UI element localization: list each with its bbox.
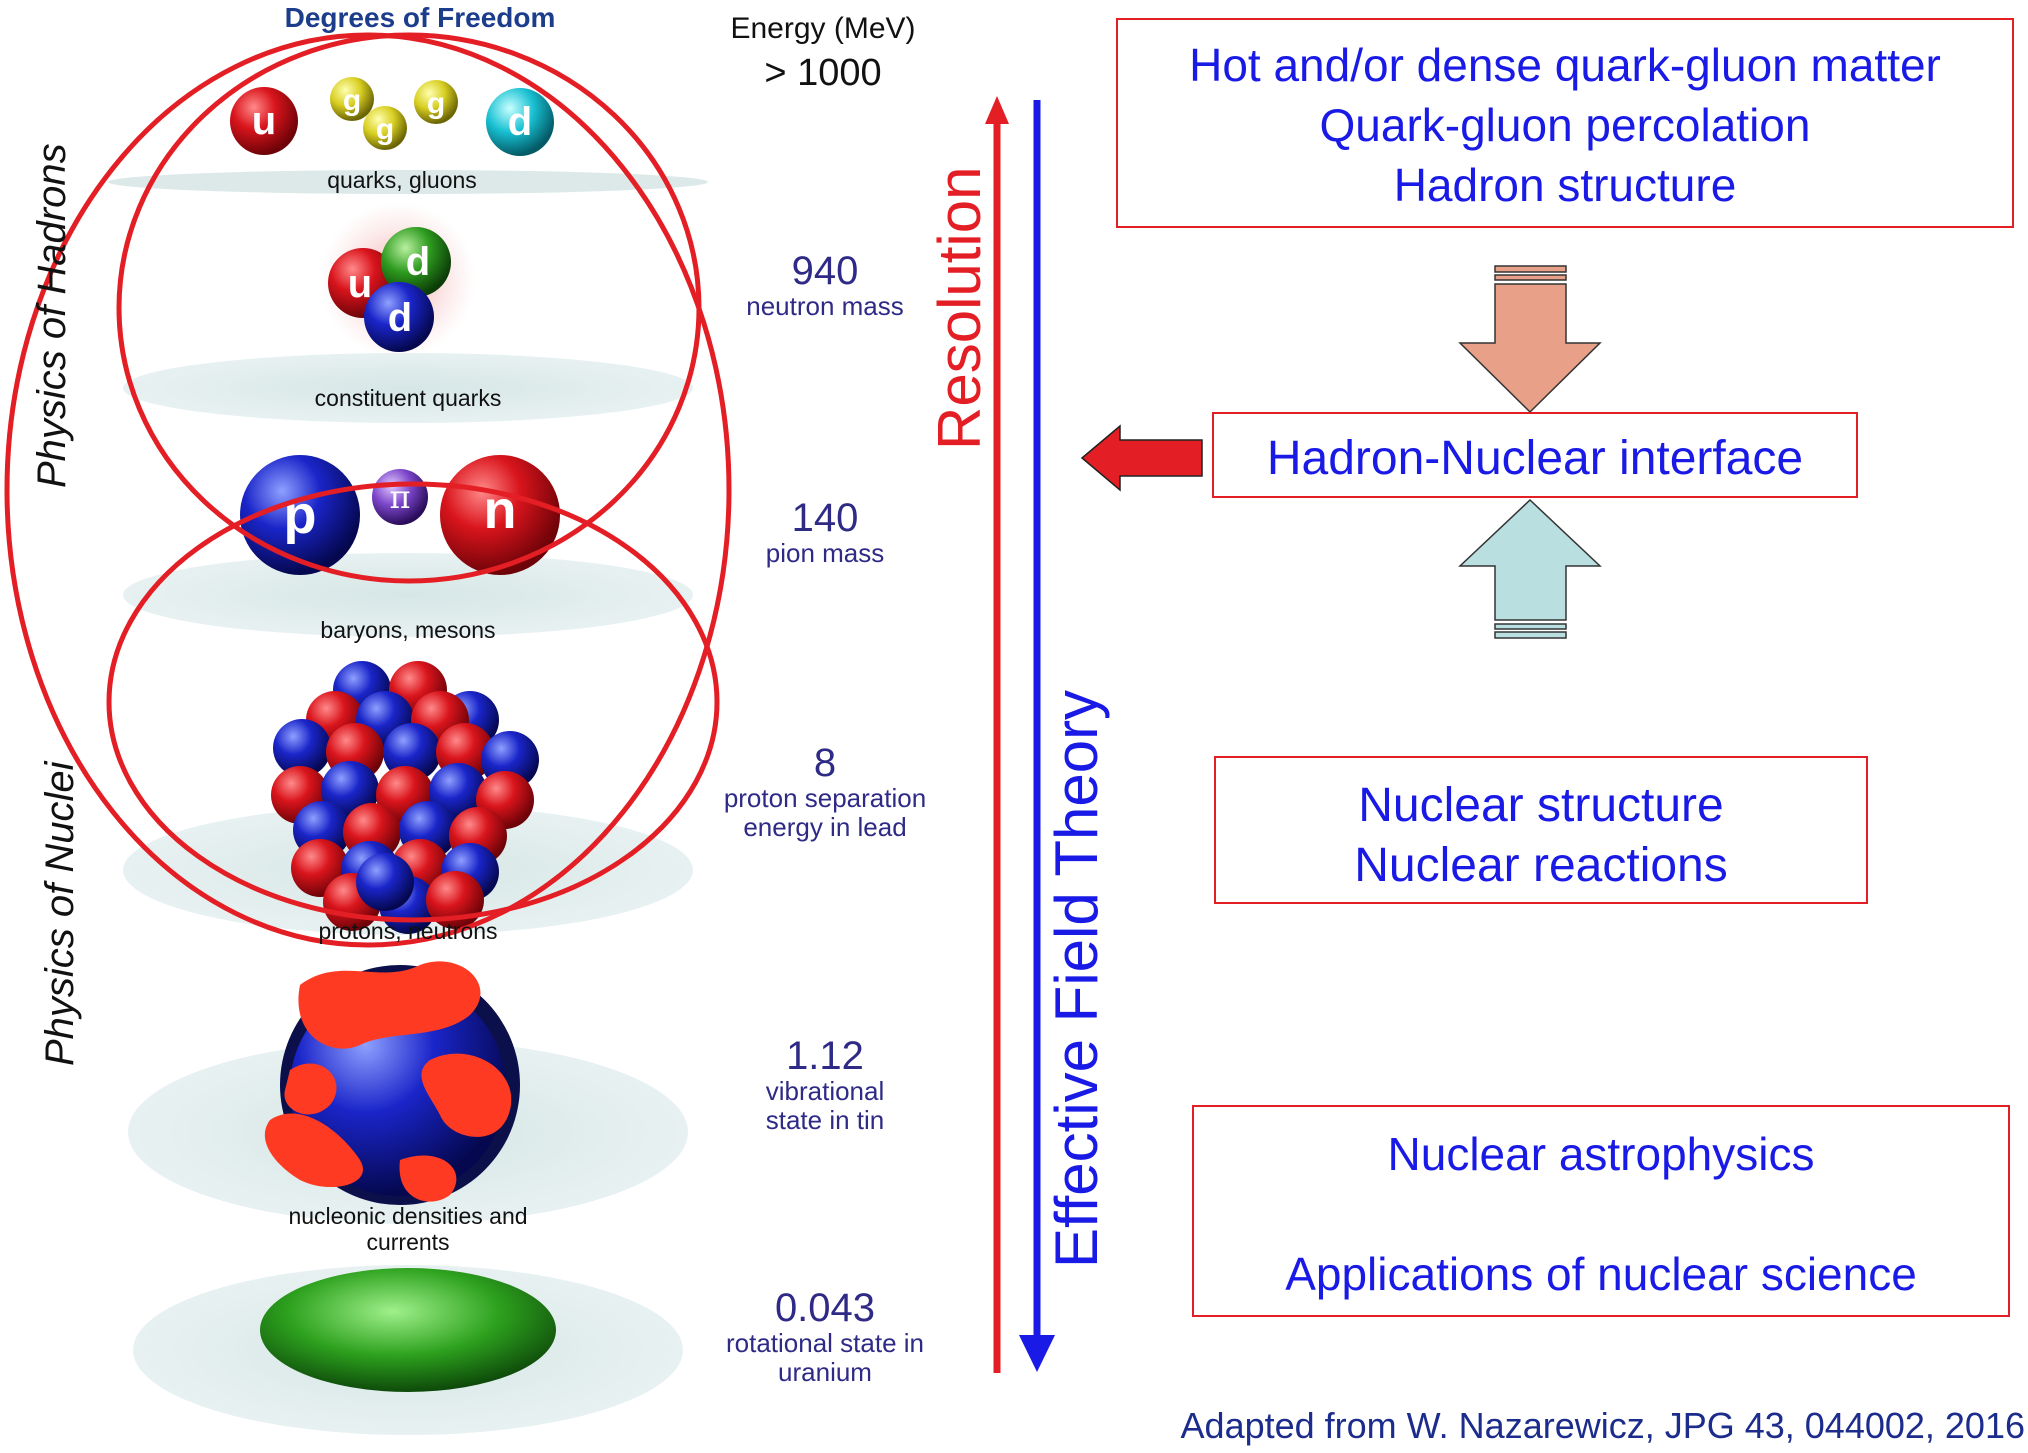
box-line: Nuclear reactions [1354,839,1728,892]
d-label: d [406,240,430,284]
d-quark [486,88,554,156]
box-line: Quark-gluon percolation [1319,98,1811,151]
neutron-sphere [356,853,414,911]
energy-desc: vibrational state in tin [765,1076,885,1135]
box-line: Nuclear astrophysics [1387,1128,1815,1180]
grouping-ellipses [4,32,732,948]
g-label: g [343,84,361,117]
resolution-arrow [985,96,1009,1373]
gluon [330,77,374,121]
energy-title: Energy (MeV) [730,12,916,45]
energy-value: 140 [791,496,859,540]
resolution-label: Resolution [926,166,993,450]
level-label-nucleonic-densities: nucleonic densities and currents [288,1203,528,1256]
energy-940: 940 neutron mass [695,250,955,321]
g-label: g [427,87,445,120]
nuclear-astrophysics-box: Nuclear astrophysics Applications of nuc… [1192,1105,2010,1317]
credit-text: Adapted from W. Nazarewicz, JPG 43, 0440… [1180,1405,2025,1446]
plate-quarks-gluons [108,170,708,194]
d-label: d [508,100,532,144]
physics-of-hadrons-label: Physics of Hadrons [30,143,74,488]
constituent-quarks-group: u d d [320,202,476,358]
energy-8: 8 proton separation energy in lead [695,742,955,841]
box-line: Hadron structure [1393,158,1737,211]
energy-value: 8 [813,741,837,785]
energy-value: 0.043 [774,1286,876,1330]
degrees-of-freedom-title: Degrees of Freedom [284,2,556,33]
neutron-sphere [383,723,441,781]
down-block-arrow [1458,265,1602,414]
eft-arrow [1019,100,1055,1372]
plate-constituent-quarks [123,353,693,423]
quarks-gluons-group: u g g g d [230,77,554,156]
energy-desc: rotational state in uranium [725,1328,924,1387]
box-line: Hadron-Nuclear interface [1266,432,1804,485]
energy-140: 140 pion mass [695,497,955,568]
deformed-nucleus-ellipsoid [260,1268,556,1392]
nucleus-cluster [271,661,539,934]
d-label: d [388,296,412,340]
box-line: Hot and/or dense quark-gluon matter [1189,39,1941,91]
box-line: Nuclear structure [1358,779,1724,832]
gluon [363,106,407,150]
level-label-protons-neutrons: protons, neutrons [318,918,498,944]
nucleonic-density-blob [264,961,520,1205]
eft-label: Effective Field Theory [1043,689,1110,1268]
gluon [414,80,458,124]
neutron [440,455,560,575]
physics-of-nuclei-label: Physics of Nuclei [38,761,82,1066]
plate-baryons-mesons [123,553,693,637]
pi-label: π [389,478,410,516]
level-label-constituent-quarks: constituent quarks [314,385,502,411]
hadron-nuclear-interface-box: Hadron-Nuclear interface [1212,412,1858,498]
energy-top-value: > 1000 [764,52,882,94]
u-quark [230,87,298,155]
neutron-sphere [273,719,331,777]
left-pointing-arrow [1080,424,1203,492]
energy-value: 1.12 [786,1034,864,1078]
outer-ellipse [4,32,732,948]
d-quark [381,227,451,297]
energy-desc: pion mass [765,538,885,568]
level-label-baryons-mesons: baryons, mesons [320,617,496,643]
nuclear-structure-box: Nuclear structure Nuclear reactions [1214,756,1868,904]
up-block-arrow [1458,498,1602,639]
level-label-quarks-gluons: quarks, gluons [327,167,477,193]
d-quark [364,282,434,352]
energy-desc: neutron mass [746,291,904,321]
energy-desc: proton separation energy in lead [723,783,927,842]
u-label: u [348,262,372,306]
energy-value: 940 [791,249,859,293]
energy-1-12: 1.12 vibrational state in tin [695,1035,955,1134]
hadron-physics-box: Hot and/or dense quark-gluon matter Quar… [1116,18,2014,228]
box-line: Applications of nuclear science [1285,1247,1917,1300]
u-label: u [252,99,276,143]
nuclei-ellipse [106,481,720,923]
g-label: g [376,113,394,146]
energy-0-043: 0.043 rotational state in uranium [695,1287,955,1386]
